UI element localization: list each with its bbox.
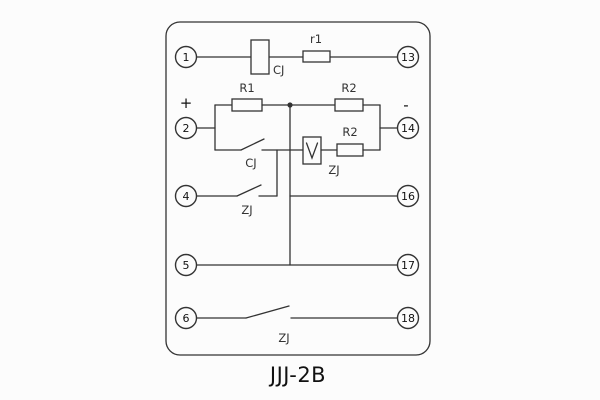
zj-contact-blade-bottom	[245, 305, 290, 319]
cj-coil-label: CJ	[273, 63, 284, 77]
zj-contact-mid-label: ZJ	[241, 203, 252, 217]
R2-upper-resistor-box	[334, 98, 364, 112]
cj-contact-blade	[240, 138, 265, 151]
R1-resistor-label: R1	[239, 81, 254, 95]
terminal-5-number: 5	[183, 259, 190, 272]
R2-upper-resistor-label: R2	[341, 81, 356, 95]
terminal-14	[396, 116, 420, 140]
terminal-13	[396, 45, 420, 69]
terminal-17	[396, 253, 420, 277]
terminal-4	[174, 184, 198, 208]
zj-coil-box	[302, 136, 322, 165]
terminals-right: 13 14 16 17 18	[396, 45, 420, 330]
R1-resistor-box	[231, 98, 263, 112]
model-title: JJJ-2B	[268, 363, 326, 387]
row-6-18-branch: ZJ	[195, 305, 399, 345]
terminal-13-number: 13	[401, 51, 415, 64]
zj-coil-symbol	[305, 142, 319, 160]
terminal-16-number: 16	[401, 190, 415, 203]
terminal-17-number: 17	[401, 259, 415, 272]
terminal-14-number: 14	[401, 122, 415, 135]
zj-contact-bottom-label: ZJ	[278, 331, 289, 345]
relay-outline	[165, 21, 431, 356]
terminal-18	[396, 306, 420, 330]
terminal-6-number: 6	[183, 312, 190, 325]
terminal-5	[174, 253, 198, 277]
r1-resistor-label: r1	[310, 32, 322, 46]
zj-coil-label: ZJ	[328, 163, 339, 177]
terminal-16	[396, 184, 420, 208]
terminals-left: 1 2 4 5 6	[174, 45, 198, 330]
terminal-1	[174, 45, 198, 69]
terminal-1-number: 1	[183, 51, 190, 64]
cj-contact-label: CJ	[245, 156, 256, 170]
terminal-18-number: 18	[401, 312, 415, 325]
plus-sign: +	[180, 94, 193, 112]
r1-resistor-box	[302, 50, 331, 63]
minus-sign: -	[403, 96, 408, 114]
zj-contact-blade-mid	[236, 184, 262, 197]
R2-lower-resistor-box	[336, 143, 364, 157]
terminal-2-number: 2	[183, 122, 190, 135]
cj-coil-box	[250, 39, 270, 75]
R2-lower-resistor-label: R2	[342, 125, 357, 139]
row-4-16-branch: ZJ	[195, 149, 399, 217]
terminal-6	[174, 306, 198, 330]
terminal-2	[174, 116, 198, 140]
power-branch: + - R1 R2 CJ ZJ R2	[180, 81, 409, 177]
row-1-13-branch: CJ r1	[195, 32, 399, 77]
terminal-4-number: 4	[183, 190, 190, 203]
